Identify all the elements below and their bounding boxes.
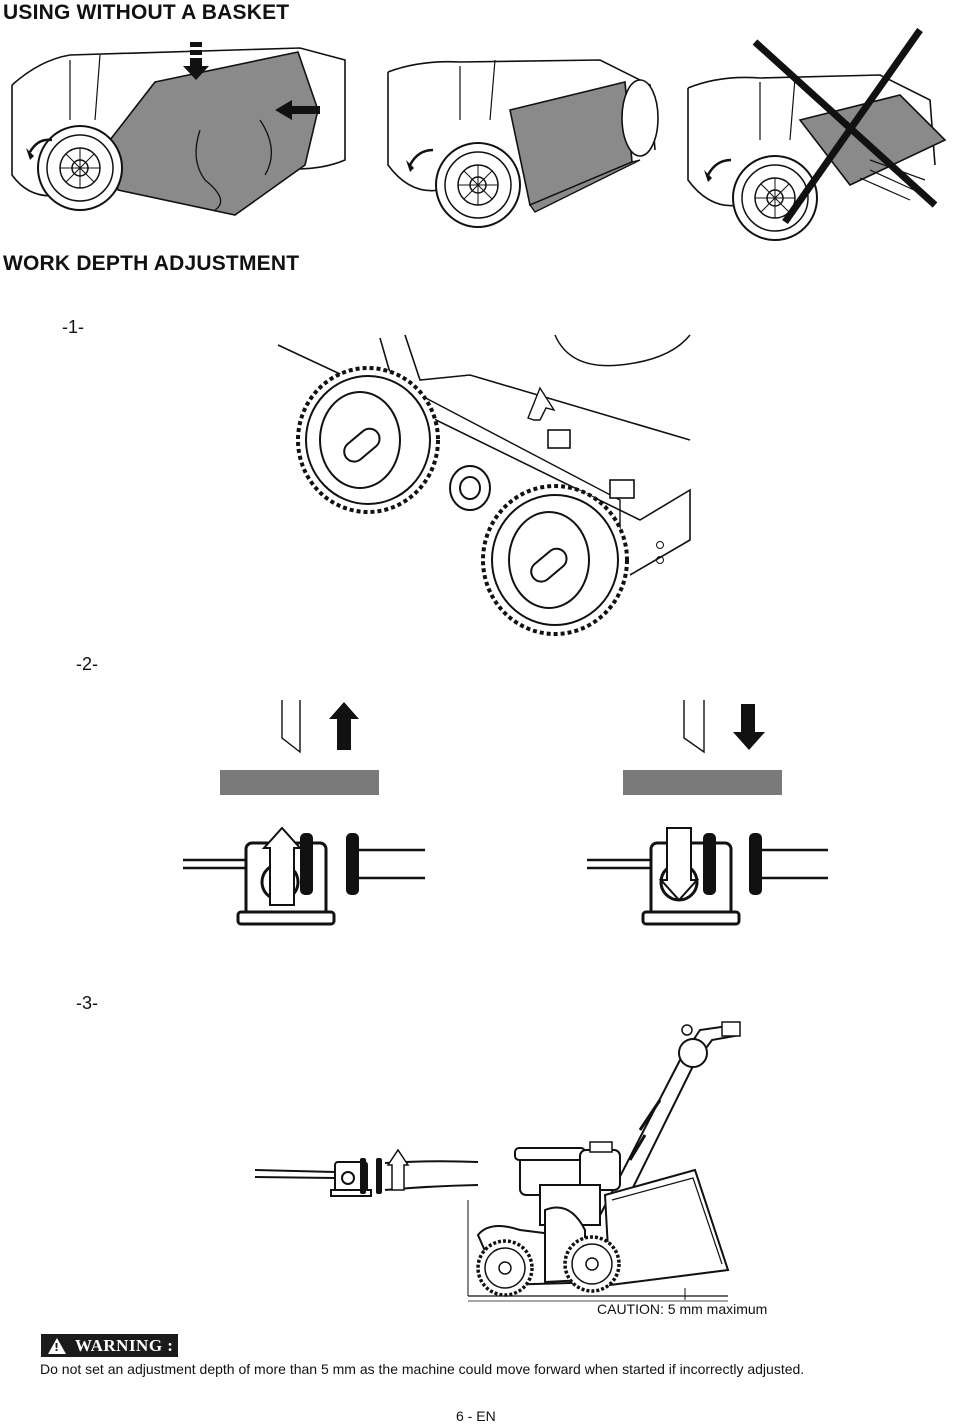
mower-no-basket-1 xyxy=(11,42,346,216)
step-label-2: -2- xyxy=(76,654,98,674)
step-label-3: -3- xyxy=(76,993,98,1013)
mower-no-basket-2 xyxy=(387,59,659,228)
section-title-basket: USING WITHOUT A BASKET xyxy=(3,1,290,24)
step-label-1: -1- xyxy=(62,317,84,337)
mower-wrong-configuration xyxy=(687,27,947,241)
adjust-up-diagram xyxy=(183,700,425,926)
up-arrow-icon xyxy=(329,702,359,750)
warning-badge: ! WARNING : xyxy=(41,1334,178,1357)
warning-label: WARNING : xyxy=(75,1335,174,1355)
caution-note: CAUTION: 5 mm maximum xyxy=(597,1301,768,1317)
cross-out-icon xyxy=(752,39,938,208)
adjust-down-diagram xyxy=(587,700,828,926)
warning-triangle-icon: ! xyxy=(48,1337,66,1354)
wheels-closeup xyxy=(277,334,691,636)
adjuster-small xyxy=(254,1148,479,1197)
warning-text: Do not set an adjustment depth of more t… xyxy=(40,1361,805,1377)
machine-side-view xyxy=(467,1021,741,1302)
section-title-depth: WORK DEPTH ADJUSTMENT xyxy=(3,252,300,275)
page-number: 6 - EN xyxy=(456,1408,496,1424)
down-arrow-icon xyxy=(733,704,765,750)
